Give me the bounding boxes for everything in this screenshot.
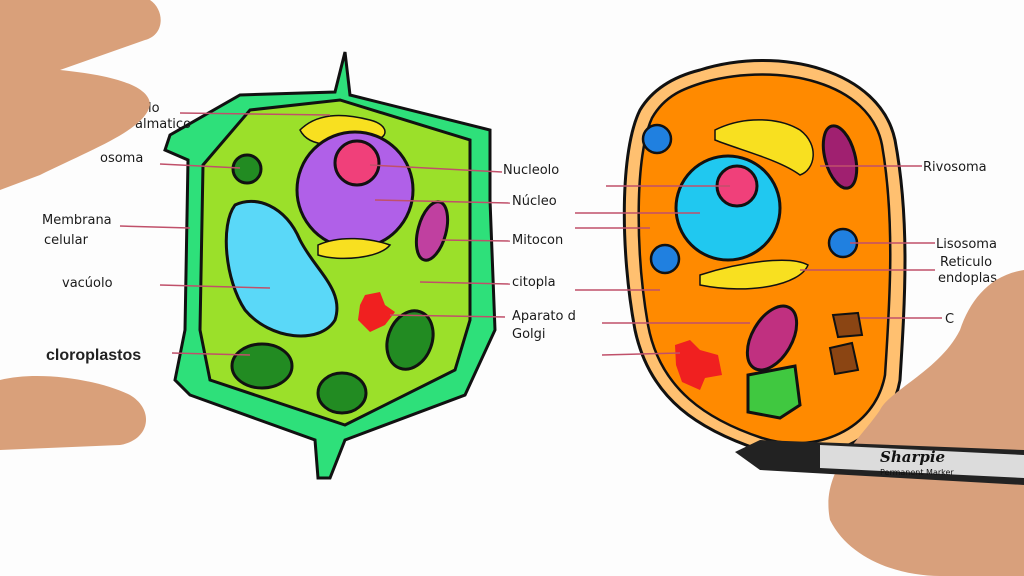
lysosome <box>649 243 681 275</box>
plant-nucleolus <box>333 139 381 187</box>
label-nucleolo: Nucleolo <box>503 163 559 178</box>
right-hand-with-marker: Sharpie Permanent Marker <box>735 270 1024 576</box>
animal-golgi <box>699 259 809 290</box>
lysosome <box>641 123 673 155</box>
animal-mitochondria <box>821 124 859 190</box>
label-lisosoma: Lisosoma <box>936 237 997 252</box>
plant-labels: lo almatico osoma Membrana celular vacúo… <box>42 101 576 364</box>
label-vacuolo: vacúolo <box>62 276 113 291</box>
centriole <box>828 341 860 376</box>
marker-text: Permanent Marker <box>880 468 954 477</box>
marker-brand: Sharpie <box>880 448 945 466</box>
reticulum-animal <box>714 119 814 176</box>
label-celular: celular <box>44 233 89 248</box>
plant-ribosome <box>231 153 263 185</box>
label-cloroplastos: cloroplastos <box>46 347 141 364</box>
animal-mitochondria <box>745 304 799 372</box>
label-golgi: Aparato d <box>512 309 576 324</box>
label-citoplasma: citopla <box>512 275 556 290</box>
label-mitocondria: Mitocon <box>512 233 563 248</box>
animal-red-organelle <box>675 340 722 390</box>
label-reticulo-partial-2: almatico <box>135 117 191 132</box>
plant-cell <box>163 51 497 480</box>
animal-vacuole <box>746 364 802 420</box>
label-endoplasmatico: endoplas <box>938 271 997 286</box>
animal-labels: Rivosoma Lisosoma Reticulo endoplas <box>575 160 997 356</box>
chloroplast <box>230 342 294 390</box>
label-membrana: Membrana <box>42 213 112 228</box>
label-reticulo-partial: lo <box>148 101 160 116</box>
label-ribosoma-partial: osoma <box>100 151 143 166</box>
centriole <box>831 311 864 339</box>
label-golgi-2: Golgi <box>512 327 546 342</box>
plant-vacuole <box>224 199 339 338</box>
chloroplast <box>385 309 435 371</box>
label-partial: C <box>945 312 954 327</box>
label-ribosoma: Rivosoma <box>923 160 987 175</box>
label-nucleo: Núcleo <box>512 194 557 209</box>
animal-cell <box>622 59 907 458</box>
chloroplast <box>316 371 368 415</box>
label-reticulo: Reticulo <box>940 255 992 270</box>
golgi-plant <box>317 237 392 260</box>
plant-golgi-red <box>358 292 395 332</box>
left-hand <box>0 0 161 450</box>
